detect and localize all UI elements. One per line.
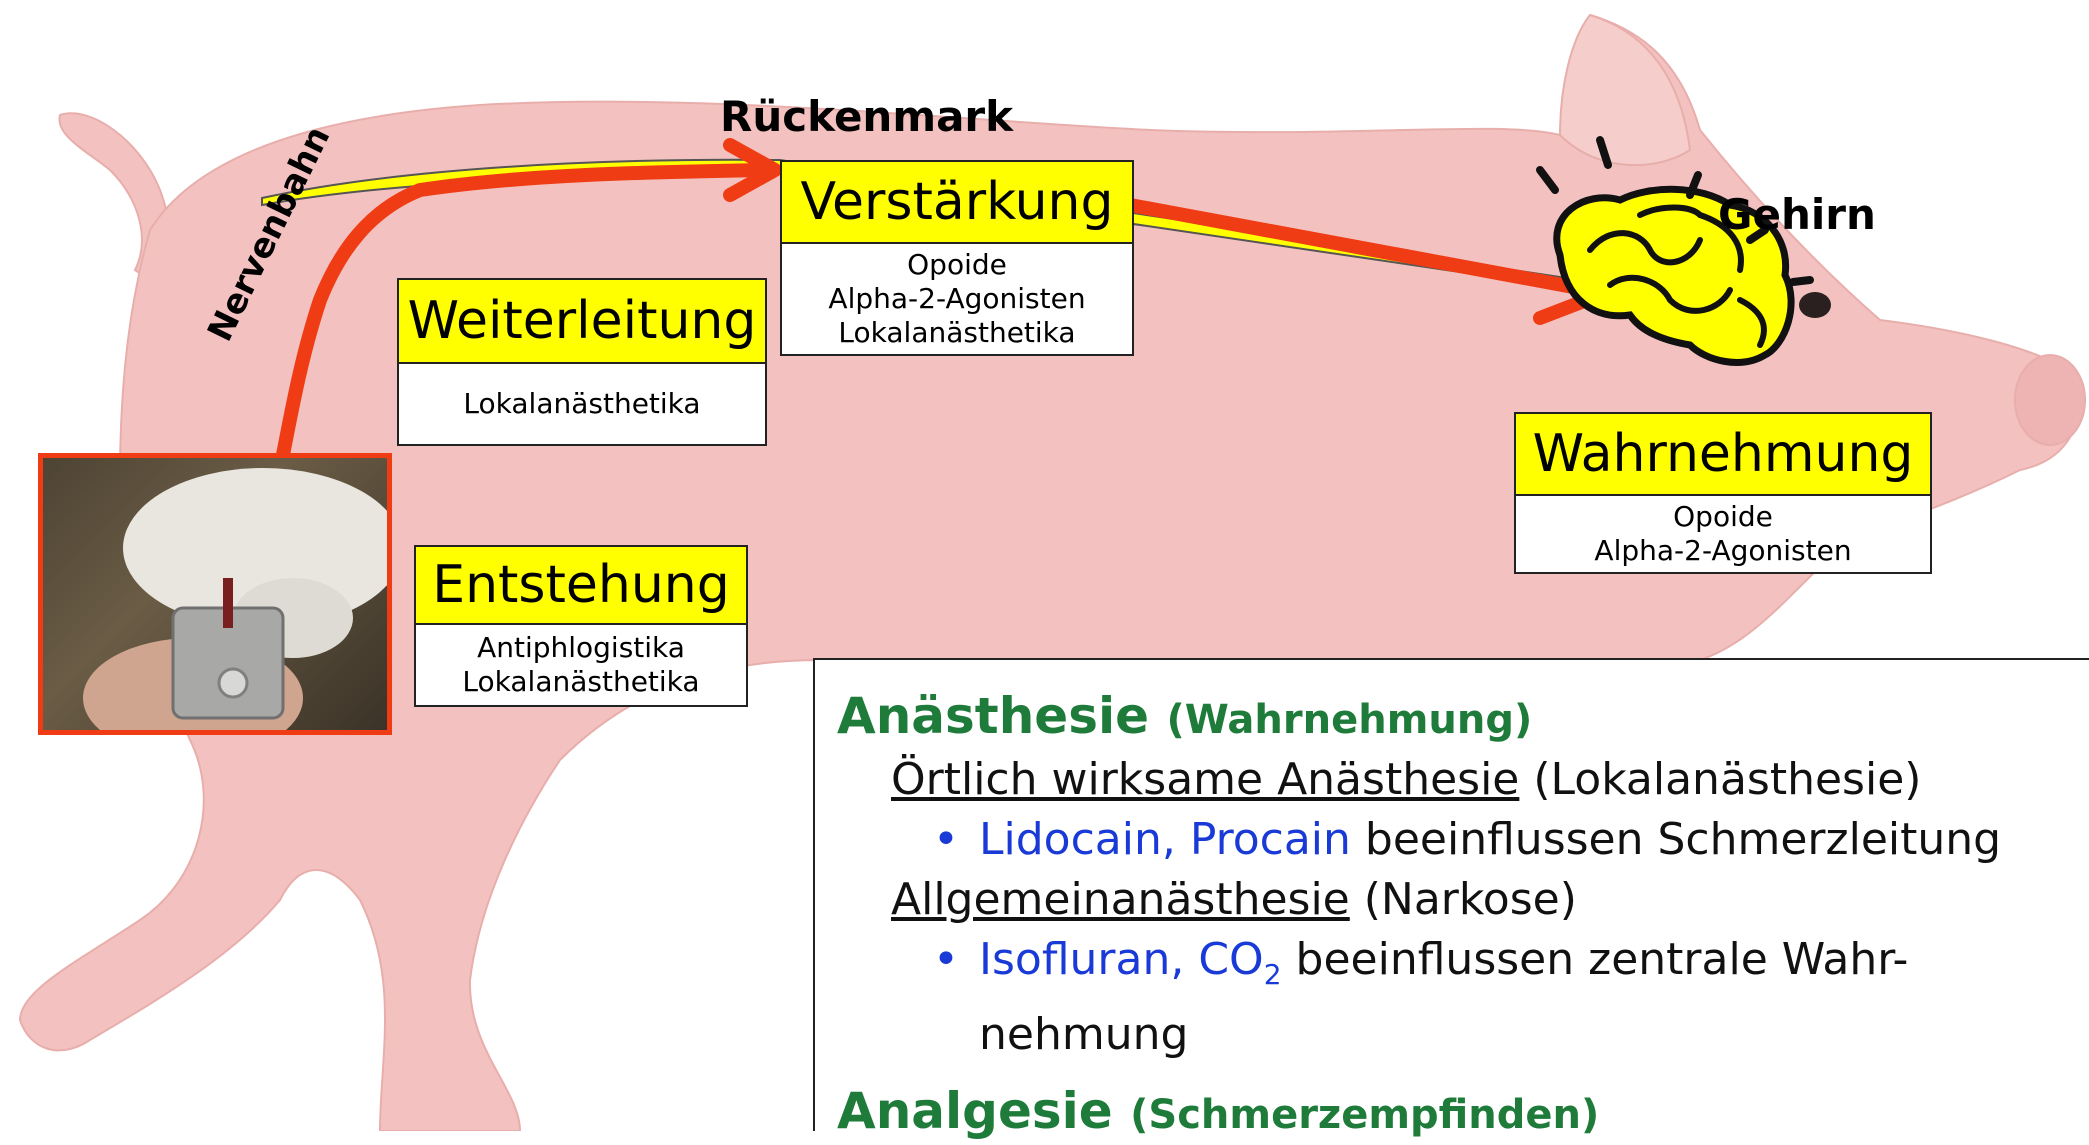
local-drug-effect: beeinflussen Schmerzleitung: [1365, 814, 2001, 865]
general-anaesthesia-line: Allgemeinanästhesie (Narkose): [837, 870, 2089, 930]
analgesia-title: Analgesie: [837, 1082, 1113, 1140]
drug-item: Antiphlogistika: [416, 631, 746, 665]
stage-amplification-drugs: Opoide Alpha-2-Agonisten Lokalanästhetik…: [782, 244, 1132, 354]
stage-transmission: Weiterleitung Lokalanästhetika: [397, 278, 767, 446]
stage-perception-title: Wahrnehmung: [1516, 414, 1930, 496]
local-anaesthesia-paren: (Lokalanästhesie): [1533, 754, 1921, 805]
local-anaesthesia-line: Örtlich wirksame Anästhesie (Lokalanästh…: [837, 750, 2089, 810]
drug-item: Lokalanästhetika: [399, 364, 765, 444]
stage-transmission-title: Weiterleitung: [399, 280, 765, 364]
bullet-icon: •: [933, 930, 959, 990]
stage-origin: Entstehung Antiphlogistika Lokalanästhet…: [414, 545, 748, 707]
stage-amplification-title: Verstärkung: [782, 162, 1132, 244]
general-drug-effect-continued: nehmung: [837, 1005, 2089, 1065]
info-panel: Anästhesie (Wahrnehmung) Örtlich wirksam…: [813, 658, 2089, 1131]
general-drugs-line: • Isofluran, CO2 beeinflussen zentrale W…: [837, 930, 2089, 1005]
general-drug-effect: beeinflussen zentrale Wahr-: [1296, 934, 1909, 985]
drug-item: Opoide: [1516, 500, 1930, 534]
analgesia-heading: Analgesie (Schmerzempfinden): [837, 1081, 2089, 1145]
bullet-icon: •: [933, 810, 959, 870]
drug-item: Lokalanästhetika: [782, 316, 1132, 350]
pig-eye: [1799, 292, 1831, 318]
drug-item: Alpha-2-Agonisten: [782, 282, 1132, 316]
tail-docking-photo: [38, 453, 392, 735]
drug-item: Opoide: [782, 248, 1132, 282]
anaesthesia-title: Anästhesie: [837, 687, 1149, 745]
stage-origin-drugs: Antiphlogistika Lokalanästhetika: [416, 625, 746, 705]
local-drug-names: Lidocain, Procain: [979, 814, 1351, 865]
general-drug-names: Isofluran, CO2: [979, 934, 1282, 985]
drug-item: Alpha-2-Agonisten: [1516, 534, 1930, 568]
general-anaesthesia-paren: (Narkose): [1364, 874, 1577, 925]
local-drugs-line: • Lidocain, Procain beeinflussen Schmerz…: [837, 810, 2089, 870]
local-anaesthesia-term: Örtlich wirksame Anästhesie: [891, 754, 1519, 805]
stage-perception-drugs: Opoide Alpha-2-Agonisten: [1516, 496, 1930, 572]
stage-origin-title: Entstehung: [416, 547, 746, 625]
stage-amplification: Verstärkung Opoide Alpha-2-Agonisten Lok…: [780, 160, 1134, 356]
anaesthesia-heading: Anästhesie (Wahrnehmung): [837, 686, 2089, 750]
stage-transmission-drugs: Lokalanästhetika: [399, 364, 765, 444]
drug-item: Lokalanästhetika: [416, 665, 746, 699]
spinal-cord-label: Rückenmark: [720, 92, 1013, 141]
brain-label: Gehirn: [1718, 190, 1876, 239]
general-anaesthesia-term: Allgemeinanästhesie: [891, 874, 1350, 925]
stage-perception: Wahrnehmung Opoide Alpha-2-Agonisten: [1514, 412, 1932, 574]
anaesthesia-subtitle: (Wahrnehmung): [1166, 697, 1532, 743]
photo-content: [43, 458, 387, 730]
